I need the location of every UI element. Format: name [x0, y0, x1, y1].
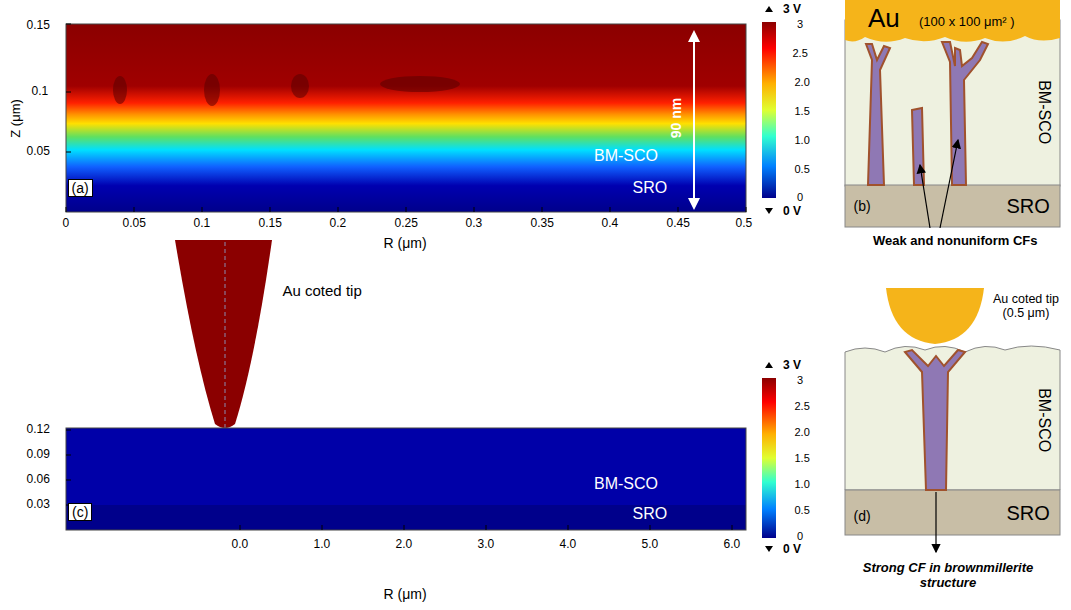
axis-tick: 3.0	[478, 538, 495, 552]
axis-tick: 0.2	[330, 217, 347, 231]
axis-tick: 0	[797, 191, 803, 204]
axis-tick: 0	[63, 217, 70, 231]
axis-tick: 0	[797, 530, 803, 543]
axis-tick: 4.0	[560, 538, 577, 552]
axis-tick: 3	[797, 374, 803, 387]
axis-tick: 0.09	[27, 448, 50, 462]
axis-tick: 0.0	[232, 538, 249, 552]
axis-tick: 1.5	[795, 452, 810, 465]
axis-tick: 0.05	[27, 145, 50, 159]
substrate-layer: SRO	[845, 185, 1060, 227]
axis-tick: 0.3	[466, 217, 483, 231]
layer-label: SRO	[1007, 502, 1050, 525]
annotation: (b)	[854, 198, 871, 214]
axis-tick: 2.0	[795, 76, 810, 89]
axis-tick: 0.15	[259, 217, 282, 231]
annotation: 3 V	[783, 359, 801, 373]
annotation: (c)	[68, 503, 92, 521]
axis-tick: 2.0	[795, 426, 810, 439]
axis-tick: 1.5	[795, 105, 810, 118]
annotation: Weak and nonuniform CFs	[873, 234, 1037, 249]
annotation: BM-SCO	[594, 147, 658, 165]
annotation: SRO	[633, 505, 668, 523]
annotation: 0 V	[783, 543, 801, 557]
axis-tick: 0.4	[602, 217, 619, 231]
axis-tick: 0.05	[123, 217, 146, 231]
axis-tick: 2.0	[396, 538, 413, 552]
annotation: BM-SCO	[594, 475, 658, 493]
axis-tick: 0.12	[27, 423, 50, 437]
axis-tick: 0.1	[32, 85, 49, 99]
axis-tick: 0.45	[667, 217, 690, 231]
axis-tick: 1.0	[314, 538, 331, 552]
axis-tick: 6.0	[724, 538, 741, 552]
annotation: SRO	[633, 179, 668, 197]
axis-tick: 0.5	[795, 163, 810, 176]
axis-tick: 0.5	[795, 504, 810, 517]
oxide-layer: BM-SCO	[845, 345, 1060, 490]
layer-label: Au	[868, 4, 900, 34]
axis-tick: 0.5	[736, 217, 753, 231]
substrate-layer: SRO	[845, 490, 1060, 535]
axis-tick: 0.15	[27, 19, 50, 33]
annotation: 3 V	[783, 3, 801, 17]
annotation: R (μm)	[384, 235, 427, 251]
layer-label: BM-SCO	[1035, 388, 1053, 452]
axis-tick: 3	[797, 18, 803, 31]
annotation: Z (μm)	[8, 99, 23, 138]
axis-tick: 2.5	[795, 400, 810, 413]
annotation: Au coted tip (0.5 μm)	[985, 292, 1067, 321]
electrode-layer: Au (100 x 100 μm² )	[845, 0, 1060, 42]
annotation: R (μm)	[384, 586, 427, 602]
axis-tick: 5.0	[642, 538, 659, 552]
annotation: (d)	[854, 508, 871, 524]
axis-tick: 2.5	[793, 47, 808, 60]
axis-tick: 0.25	[395, 217, 418, 231]
axis-tick: 0.35	[531, 217, 554, 231]
axis-tick: 0.06	[27, 473, 50, 487]
annotation: 90 nm	[668, 98, 684, 138]
annotation: (a)	[68, 179, 93, 197]
axis-tick: 1.0	[795, 134, 810, 147]
axis-tick: 0.1	[194, 217, 211, 231]
axis-tick: 1.0	[795, 478, 810, 491]
axis-tick: 0.03	[27, 498, 50, 512]
layer-label: BM-SCO	[1035, 80, 1053, 144]
layer-label: (100 x 100 μm² )	[919, 15, 1015, 30]
annotation: Au coted tip	[283, 282, 362, 299]
oxide-layer: BM-SCO	[845, 42, 1060, 185]
layer-label: SRO	[1007, 195, 1050, 218]
annotation: Strong CF in brownmillerite structure	[858, 561, 1038, 591]
annotation: 0 V	[783, 205, 801, 219]
